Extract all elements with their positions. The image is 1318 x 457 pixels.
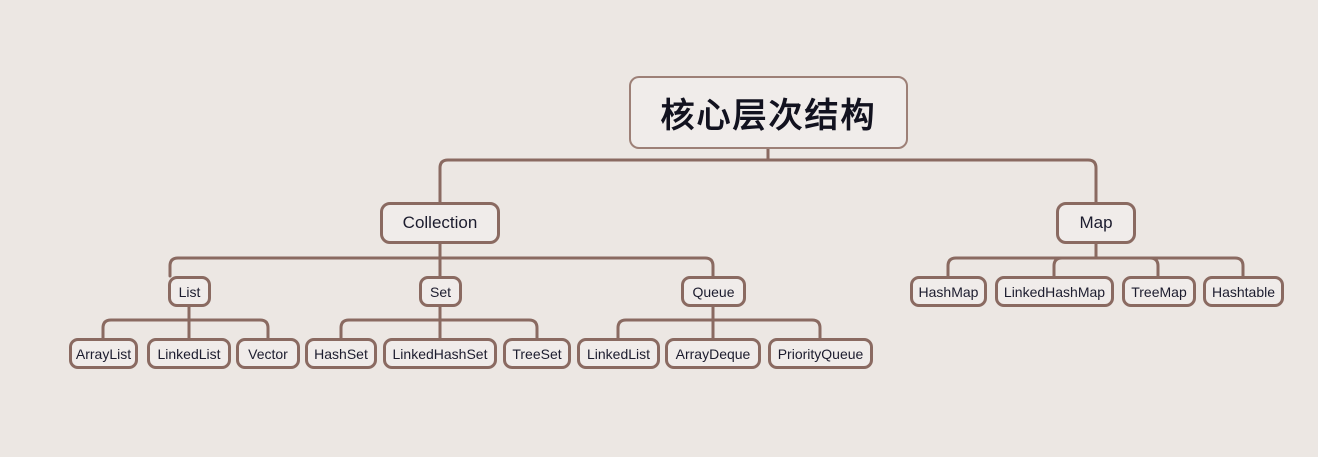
- node-set[interactable]: Set: [419, 276, 462, 307]
- node-linkedlist-list-label: LinkedList: [157, 345, 221, 362]
- edge-set-to-hashset: [339, 318, 442, 340]
- node-vector-label: Vector: [248, 345, 288, 362]
- node-queue[interactable]: Queue: [681, 276, 746, 307]
- edge-set-to-treeset: [438, 318, 539, 340]
- node-linkedhashset[interactable]: LinkedHashSet: [383, 338, 497, 369]
- node-linkedlist-list[interactable]: LinkedList: [147, 338, 231, 369]
- node-treemap-label: TreeMap: [1131, 283, 1187, 300]
- node-linkedhashset-label: LinkedHashSet: [392, 345, 488, 362]
- node-root[interactable]: 核心层次结构: [629, 76, 908, 149]
- node-hashtable[interactable]: Hashtable: [1203, 276, 1284, 307]
- node-collection-label: Collection: [402, 213, 478, 232]
- node-linkedlist-queue[interactable]: LinkedList: [577, 338, 660, 369]
- edge-root-to-collection: [438, 158, 770, 204]
- node-hashtable-label: Hashtable: [1211, 283, 1276, 300]
- node-root-label: 核心层次结构: [660, 97, 877, 135]
- edge-collection-to-queue: [438, 256, 715, 278]
- edge-root-to-map: [766, 158, 1098, 204]
- node-arraydeque[interactable]: ArrayDeque: [665, 338, 761, 369]
- node-set-label: Set: [429, 283, 451, 300]
- edge-queue-to-linkedlist: [616, 318, 715, 340]
- node-map[interactable]: Map: [1056, 202, 1136, 244]
- node-arraylist-label: ArrayList: [75, 345, 132, 362]
- node-hashmap[interactable]: HashMap: [910, 276, 987, 307]
- node-arraydeque-label: ArrayDeque: [675, 345, 751, 362]
- node-linkedlist-queue-label: LinkedList: [586, 345, 651, 362]
- edge-queue-to-priorityqueue: [711, 318, 822, 340]
- node-hashset[interactable]: HashSet: [305, 338, 377, 369]
- node-list[interactable]: List: [168, 276, 211, 307]
- node-treemap[interactable]: TreeMap: [1122, 276, 1196, 307]
- edge-collection-to-list: [168, 256, 442, 278]
- node-priorityqueue[interactable]: PriorityQueue: [768, 338, 873, 369]
- edge-map-to-hashtable: [1094, 256, 1245, 278]
- node-queue-label: Queue: [692, 283, 735, 300]
- node-priorityqueue-label: PriorityQueue: [777, 345, 864, 362]
- edge-map-to-treemap: [1094, 256, 1160, 278]
- edge-map-to-hashmap: [946, 256, 1098, 278]
- node-linkedhashmap-label: LinkedHashMap: [1003, 283, 1106, 300]
- node-hashset-label: HashSet: [314, 345, 368, 362]
- node-list-label: List: [178, 283, 201, 300]
- node-linkedhashmap[interactable]: LinkedHashMap: [995, 276, 1114, 307]
- node-vector[interactable]: Vector: [236, 338, 300, 369]
- edge-list-to-vector: [187, 318, 270, 340]
- node-treeset[interactable]: TreeSet: [503, 338, 571, 369]
- edge-list-to-arraylist: [101, 318, 191, 340]
- node-collection[interactable]: Collection: [380, 202, 500, 244]
- edge-map-to-linkedhashmap: [1052, 256, 1098, 278]
- node-arraylist[interactable]: ArrayList: [69, 338, 138, 369]
- node-hashmap-label: HashMap: [918, 283, 979, 300]
- node-treeset-label: TreeSet: [512, 345, 562, 362]
- node-map-label: Map: [1079, 213, 1113, 232]
